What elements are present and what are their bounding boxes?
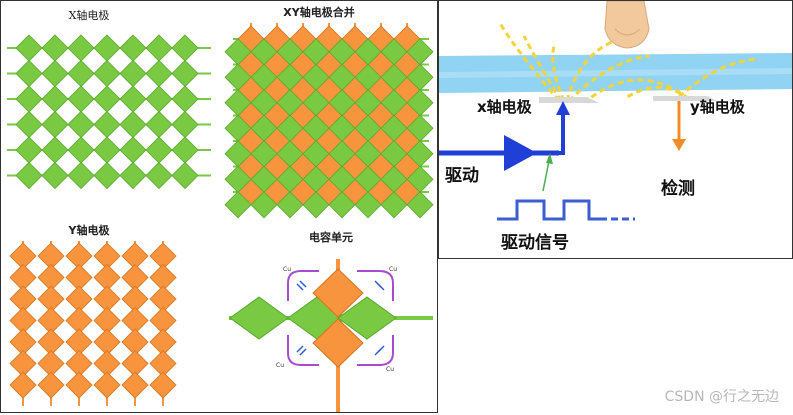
cap-bracket-bottom-right	[357, 335, 394, 366]
cap-unit-title: 电容单元	[309, 230, 353, 244]
green-diamond	[229, 296, 289, 340]
capacitor-symbols	[296, 280, 385, 356]
cap-unit-diagram: Cu Cu Cu Cu	[229, 259, 433, 412]
green-diamond	[15, 34, 43, 62]
detect-arrow	[672, 101, 686, 151]
cap-bracket-bottom-left	[287, 335, 319, 366]
finger-icon	[604, 1, 650, 49]
green-diamond	[119, 34, 147, 62]
sensing-principle-panel: x轴电极 y轴电极 驱动 检测 驱动信号	[438, 0, 793, 259]
green-diamond	[337, 296, 397, 340]
x-electrode-grid	[7, 34, 211, 190]
green-diamond	[67, 110, 95, 139]
green-diamond	[67, 161, 95, 190]
x-axis-electrode-label: x轴电极	[477, 98, 533, 116]
green-diamond	[406, 191, 434, 219]
green-diamond	[224, 191, 252, 219]
y-electrode-block	[653, 96, 717, 101]
green-diamond	[15, 161, 43, 190]
green-diamond	[145, 136, 173, 164]
green-diamond	[41, 85, 69, 113]
green-diamond	[328, 191, 356, 219]
orange-diamond	[149, 371, 177, 399]
green-diamond	[302, 191, 330, 219]
detect-label: 检测	[661, 178, 695, 199]
sensing-principle-svg: x轴电极 y轴电极 驱动 检测 驱动信号	[439, 1, 792, 253]
orange-diamond	[93, 371, 121, 399]
cap-label: Cu	[283, 266, 291, 273]
green-diamond	[145, 110, 173, 139]
electric-field-lines	[497, 20, 760, 103]
x-electrode-block	[539, 97, 599, 103]
glass-highlight	[439, 68, 792, 78]
cap-bracket-top-left	[287, 270, 319, 301]
orange-diamond	[37, 371, 65, 399]
y-electrode-grid	[9, 241, 177, 406]
green-diamond	[93, 59, 121, 88]
electrode-structure-svg: X轴电极 XY轴电极合并 Y轴电极 电容单元	[7, 5, 434, 412]
green-diamond	[41, 136, 69, 164]
green-diamond	[145, 59, 173, 88]
x-electrode-title: X轴电极	[69, 8, 110, 22]
green-diamond	[119, 136, 147, 164]
y-axis-electrode-label: y轴电极	[690, 98, 746, 116]
green-diamond	[15, 136, 43, 164]
green-diamond	[171, 136, 199, 164]
green-diamond	[67, 136, 95, 164]
drive-label: 驱动	[445, 166, 479, 186]
orange-diamond	[9, 371, 37, 399]
green-diamond	[171, 59, 199, 88]
watermark: CSDN @行之无边	[664, 389, 779, 405]
cap-label: Cu	[389, 266, 397, 273]
orange-diamond	[65, 371, 93, 399]
y-electrode-title: Y轴电极	[68, 223, 111, 237]
xy-merged-grid	[224, 23, 434, 219]
orange-diamond	[312, 268, 364, 318]
green-diamond	[145, 85, 173, 113]
orange-diamond	[121, 371, 149, 399]
green-diamond	[41, 59, 69, 88]
green-diamond	[119, 110, 147, 139]
green-diamond	[15, 59, 43, 88]
green-diamond	[171, 110, 199, 139]
drive-signal-waveform	[497, 199, 607, 221]
green-diamond	[41, 161, 69, 190]
green-diamond	[250, 191, 278, 219]
cap-label: Cu	[386, 366, 394, 373]
cap-label: Cu	[276, 362, 284, 369]
green-diamond	[119, 85, 147, 113]
green-diamond	[276, 191, 304, 219]
green-diamond	[93, 85, 121, 113]
green-diamond	[93, 110, 121, 139]
green-diamond	[67, 34, 95, 62]
green-diamond	[67, 85, 95, 113]
green-diamond	[93, 136, 121, 164]
green-diamond	[354, 191, 382, 219]
drive-path	[439, 101, 570, 171]
drive-signal-label: 驱动信号	[501, 232, 569, 253]
green-diamond	[119, 161, 147, 190]
green-diamond	[380, 191, 408, 219]
green-diamond	[15, 110, 43, 139]
xy-merged-title: XY轴电极合并	[283, 5, 354, 19]
electrode-structure-panel: X轴电极 XY轴电极合并 Y轴电极 电容单元	[0, 0, 438, 413]
green-diamond	[93, 161, 121, 190]
cap-bracket-top-right	[357, 270, 394, 301]
green-diamond	[15, 85, 43, 113]
green-diamond	[171, 34, 199, 62]
green-diamond	[67, 59, 95, 88]
green-diamond	[41, 110, 69, 139]
green-diamond	[145, 161, 173, 190]
orange-diamond	[312, 318, 364, 368]
green-diamond	[171, 161, 199, 190]
green-diamond	[171, 85, 199, 113]
green-diamond	[145, 34, 173, 62]
green-diamond	[93, 34, 121, 62]
green-diamond	[119, 59, 147, 88]
signal-injection-arrow	[542, 153, 553, 192]
green-diamond	[41, 34, 69, 62]
